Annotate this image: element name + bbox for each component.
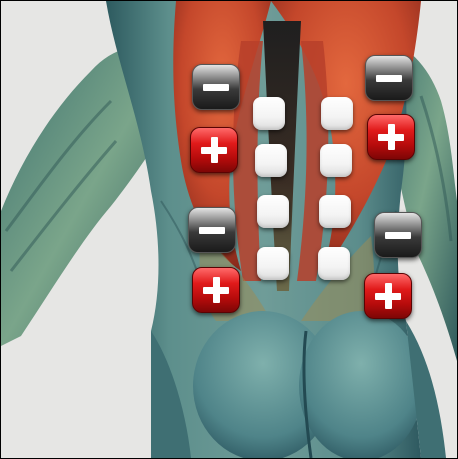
electrode-pad bbox=[320, 144, 352, 177]
negative-marker bbox=[374, 212, 422, 258]
electrode-pad bbox=[321, 97, 353, 130]
positive-marker bbox=[190, 127, 238, 173]
plus-icon bbox=[193, 268, 239, 312]
minus-icon bbox=[366, 56, 412, 100]
electrode-pad bbox=[255, 144, 287, 177]
electrode-pad bbox=[257, 247, 289, 280]
negative-marker bbox=[192, 64, 240, 110]
electrode-pad bbox=[319, 195, 351, 228]
electrode-pad bbox=[257, 195, 289, 228]
plus-icon bbox=[191, 128, 237, 172]
electrode-pad bbox=[253, 97, 285, 130]
electrode-pad bbox=[318, 247, 350, 280]
negative-marker bbox=[365, 55, 413, 101]
positive-marker bbox=[192, 267, 240, 313]
positive-marker bbox=[364, 273, 412, 319]
right-glute bbox=[299, 311, 423, 458]
plus-icon bbox=[368, 115, 414, 159]
negative-marker bbox=[188, 207, 236, 253]
minus-icon bbox=[193, 65, 239, 109]
positive-marker bbox=[367, 114, 415, 160]
plus-icon bbox=[365, 274, 411, 318]
minus-icon bbox=[375, 213, 421, 257]
minus-icon bbox=[189, 208, 235, 252]
